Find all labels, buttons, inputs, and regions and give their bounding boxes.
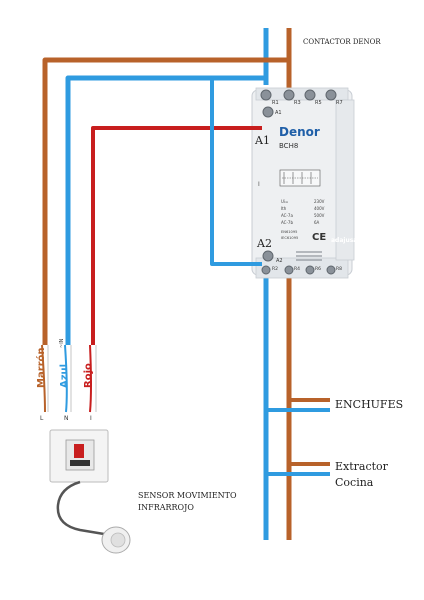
terminal-mark-l: L — [40, 415, 44, 422]
terminal-r7: R7 — [336, 100, 343, 106]
contactor-top-ledge — [255, 87, 349, 101]
label-sensor-line1: SENSOR MOVIMIENTO — [138, 491, 237, 500]
small-a2-label: A2 — [276, 258, 283, 264]
screw-top-1 — [260, 89, 272, 101]
screw-a1 — [262, 106, 274, 118]
spec-ac7a: AC-7a — [281, 213, 293, 218]
sensor-red-wire — [91, 126, 262, 345]
wire-label-n-mark: ~IN — [59, 338, 65, 348]
a2-blue-return-wire — [210, 76, 266, 266]
terminal-r2: R2 — [272, 266, 278, 272]
enchufes-branch — [266, 398, 330, 412]
sensor-red-terminal — [74, 444, 84, 458]
terminal-r8: R8 — [336, 266, 342, 272]
infrared-lens — [110, 532, 126, 548]
terminal-r4: R4 — [294, 266, 300, 272]
terminal-mark-i: I — [90, 415, 92, 422]
label-cocina: Cocina — [335, 476, 374, 489]
terminal-r1: R1 — [272, 100, 279, 106]
terminal-r3: R3 — [294, 100, 301, 106]
ce-mark: CE — [312, 232, 326, 243]
screw-top-2 — [283, 89, 295, 101]
extractor-branch — [266, 462, 330, 476]
small-a1-label: A1 — [275, 110, 282, 116]
screw-a2 — [262, 250, 274, 262]
spec-230v: 230V — [314, 199, 325, 204]
contactor-vent-lines — [296, 251, 322, 261]
screw-top-3 — [304, 89, 316, 101]
spec-400v: 400V — [314, 206, 325, 211]
label-extractor: Extractor — [335, 460, 389, 473]
screw-top-4 — [325, 89, 337, 101]
spec-ac7b: AC-7b — [281, 220, 293, 225]
sensor-blue-wire — [65, 75, 266, 345]
terminal-r5: R5 — [315, 100, 322, 106]
sensor-dark-strip — [70, 460, 90, 466]
spec-500v: 500V — [314, 213, 325, 218]
spec-ith: Ith — [281, 206, 287, 211]
brand-denor: Denor — [279, 125, 320, 139]
contactor-denor: R1 R3 R5 R7 A1 Denor BCH8 Ui= Ith AC-7a … — [251, 87, 368, 279]
contactor-schematic — [279, 169, 321, 187]
screw-bottom-2 — [284, 265, 294, 275]
label-a1: A1 — [254, 134, 270, 147]
terminal-r6: R6 — [315, 266, 321, 272]
label-a2: A2 — [256, 237, 272, 250]
sensor-leads — [41, 344, 97, 413]
wire-label-azul: Azul — [59, 364, 70, 388]
website-label: adajusa.es — [331, 237, 368, 244]
screw-bottom-1 — [261, 265, 271, 275]
model-bch8: BCH8 — [279, 142, 298, 150]
terminal-mark-n: N — [64, 415, 69, 422]
spec-iec61095: IEC61095 — [281, 236, 298, 240]
wire-label-rojo: Rojo — [83, 363, 94, 388]
screw-bottom-3 — [305, 265, 315, 275]
contactor-bottom-ledge — [255, 257, 349, 279]
side-mark: I — [258, 181, 260, 188]
label-contactor-denor: CONTACTOR DENOR — [303, 38, 381, 46]
spec-ui: Ui= — [281, 199, 288, 204]
sensor-unit — [49, 429, 131, 554]
wire-label-marron: Marrón — [35, 347, 47, 388]
spec-6a: 6A — [314, 220, 320, 225]
label-sensor-line2: INFRARROJO — [138, 503, 194, 512]
sensor-brown-wire — [42, 57, 289, 345]
label-enchufes: ENCHUFES — [335, 398, 403, 411]
screw-bottom-4 — [326, 265, 336, 275]
sensor-cable — [56, 480, 105, 536]
sensor-wires — [42, 57, 289, 345]
contactor-right-cap — [335, 99, 355, 261]
spec-en61095: EN61095 — [281, 230, 297, 234]
